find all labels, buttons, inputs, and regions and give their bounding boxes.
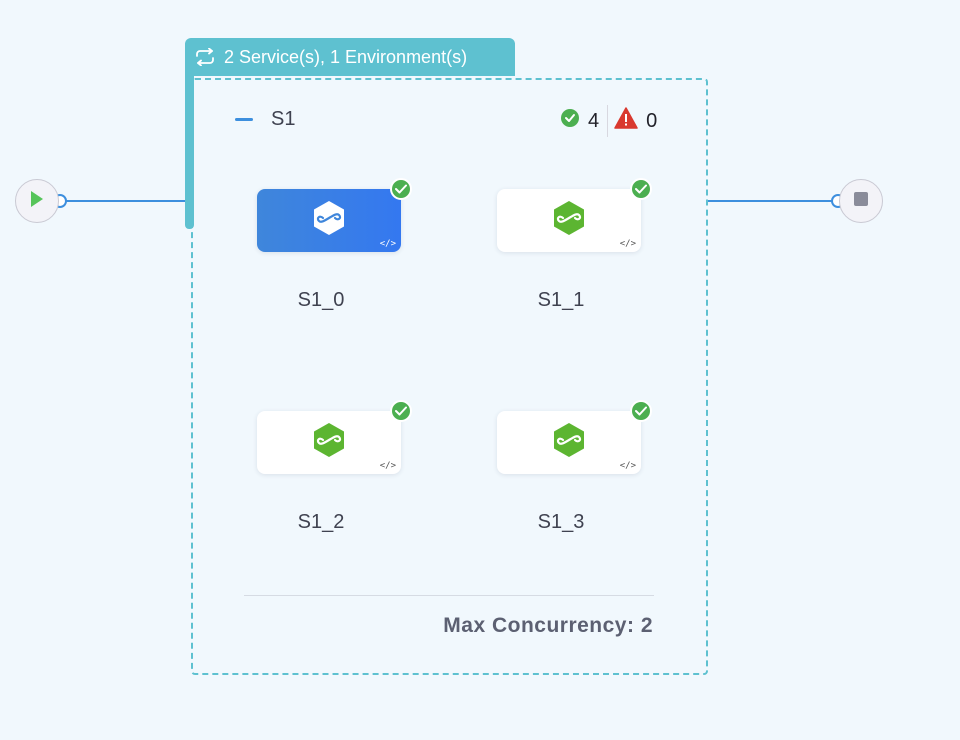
failed-count: 0 [646,109,658,132]
success-check-icon [630,400,652,422]
step-node-s1-1[interactable]: </> [497,178,652,252]
step-label: S1_2 [297,511,345,533]
count-divider [607,105,609,137]
success-count: 4 [588,109,600,132]
code-icon: </> [379,239,396,249]
stop-icon [853,191,869,212]
deploy-infinity-icon [550,421,588,464]
deploy-infinity-icon [550,199,588,242]
loop-icon [194,48,216,66]
code-icon: </> [619,461,636,471]
step-node-s1-0[interactable]: </> [257,178,412,252]
stage-group-container [191,78,708,675]
success-icon [560,108,580,134]
step-label: S1_0 [297,289,345,311]
warning-icon [614,107,638,135]
pipeline-end-node[interactable] [839,179,883,223]
group-header-tab[interactable]: 2 Service(s), 1 Environment(s) [185,38,515,76]
success-check-icon [630,178,652,200]
pipeline-start-node[interactable] [15,179,59,223]
code-icon: </> [379,461,396,471]
success-check-icon [390,178,412,200]
edge-group-to-end [706,200,838,202]
play-icon [29,190,45,213]
deploy-infinity-icon [310,199,348,242]
success-check-icon [390,400,412,422]
collapse-icon[interactable] [235,118,253,121]
stage-header: S1 [235,108,295,131]
status-counts: 4 0 [560,105,657,137]
group-header-text: 2 Service(s), 1 Environment(s) [224,46,468,67]
step-node-s1-2[interactable]: </> [257,400,412,474]
max-concurrency-text: Max Concurrency: 2 [443,614,653,637]
edge-start-to-group [60,200,192,202]
stage-name: S1 [271,108,296,130]
deploy-infinity-icon [310,421,348,464]
step-label: S1_3 [537,511,585,533]
footer-divider [244,595,654,596]
code-icon: </> [619,239,636,249]
step-node-s1-3[interactable]: </> [497,400,652,474]
group-tab-stripe [185,74,194,229]
step-label: S1_1 [537,289,585,311]
